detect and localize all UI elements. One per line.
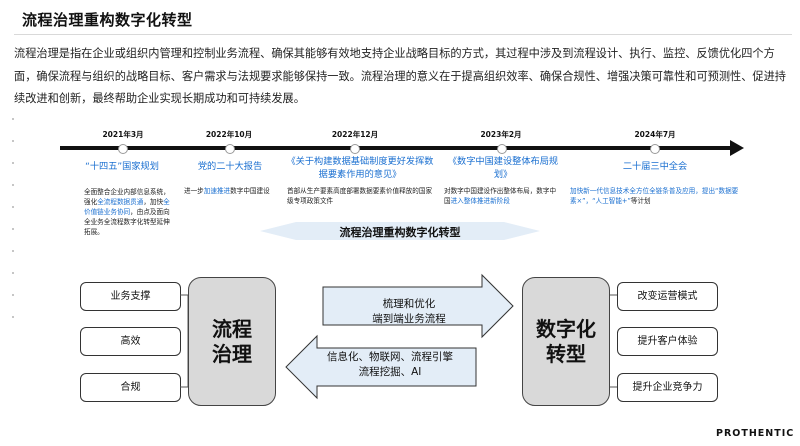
right-item-box: 提升企业竞争力 — [617, 373, 718, 402]
timeline-date: 2021年3月 — [102, 130, 144, 139]
event-description: 首部从生产要素高度部署数据要素价值释放的国家级专项政策文件 — [287, 187, 433, 205]
timeline-date: 2024年7月 — [634, 130, 676, 139]
timeline-dot — [650, 144, 660, 154]
margin-dot — [12, 250, 14, 252]
brand-logo: PROTHENTIC — [716, 428, 795, 439]
diagram-heading: 流程治理重构数字化转型 — [339, 226, 461, 239]
title-divider — [14, 34, 792, 35]
margin-dot — [12, 228, 14, 230]
timeline-dot — [497, 144, 507, 154]
event-description: 进一步加速推进数字中国建设 — [184, 187, 270, 195]
timeline-dot — [225, 144, 235, 154]
forward-arrow-label: 梳理和优化 端到端业务流程 — [372, 298, 446, 325]
margin-dot — [12, 294, 14, 296]
left-item-box: 业务支撑 — [80, 282, 181, 311]
margin-dot — [12, 206, 14, 208]
event-title: “十四五”国家规划 — [85, 161, 159, 172]
event-description: 对数字中国建设作出整体布局，数字中国进入整体推进新阶段 — [444, 187, 557, 205]
timeline-date: 2022年12月 — [331, 130, 379, 139]
heading-banner — [260, 222, 540, 240]
event-description: 加快新一代信息技术全方位全链条普及应用，提出“数据要素×”，“人工智能+”等计划 — [570, 187, 739, 205]
left-item-box: 合规 — [80, 373, 181, 402]
margin-dot — [12, 162, 14, 164]
intro-paragraph: 流程治理是指在企业或组织内管理和控制业务流程、确保其能够有效地支持企业战略目标的… — [14, 47, 786, 105]
margin-dot — [12, 272, 14, 274]
timeline-axis — [60, 146, 732, 150]
event-title: 《关于构建数据基础制度更好发挥数据要素作用的意见》 — [286, 156, 434, 180]
right-item-box: 改变运营模式 — [617, 282, 718, 311]
timeline-date: 2022年10月 — [205, 130, 253, 139]
timeline-date: 2023年2月 — [480, 130, 522, 139]
right-item-box: 提升客户体验 — [617, 327, 718, 356]
event-title: 党的二十大报告 — [197, 161, 263, 172]
margin-dot — [12, 316, 14, 318]
backward-arrow — [285, 334, 477, 400]
timeline-arrow-head — [730, 140, 744, 156]
event-description: 全面整合企业内部信息系统，强化全流程数据贯通，加快全价值链业务协同，由点及面向全… — [84, 188, 170, 236]
margin-dot — [12, 184, 14, 186]
process-governance-box: 流程 治理 — [188, 277, 276, 406]
event-title: 二十届三中全会 — [622, 161, 688, 172]
margin-dot — [12, 118, 14, 120]
backward-arrow-label: 信息化、物联网、流程引擎 流程挖掘、AI — [327, 351, 453, 378]
margin-dot — [12, 140, 14, 142]
page-title: 流程治理重构数字化转型 — [22, 11, 193, 29]
digital-transformation-box: 数字化 转型 — [522, 277, 610, 406]
forward-arrow — [322, 273, 514, 339]
event-title: 《数字中国建设整体布局规划》 — [447, 156, 559, 180]
left-item-box: 高效 — [80, 327, 181, 356]
timeline-dot — [350, 144, 360, 154]
timeline-dot — [118, 144, 128, 154]
